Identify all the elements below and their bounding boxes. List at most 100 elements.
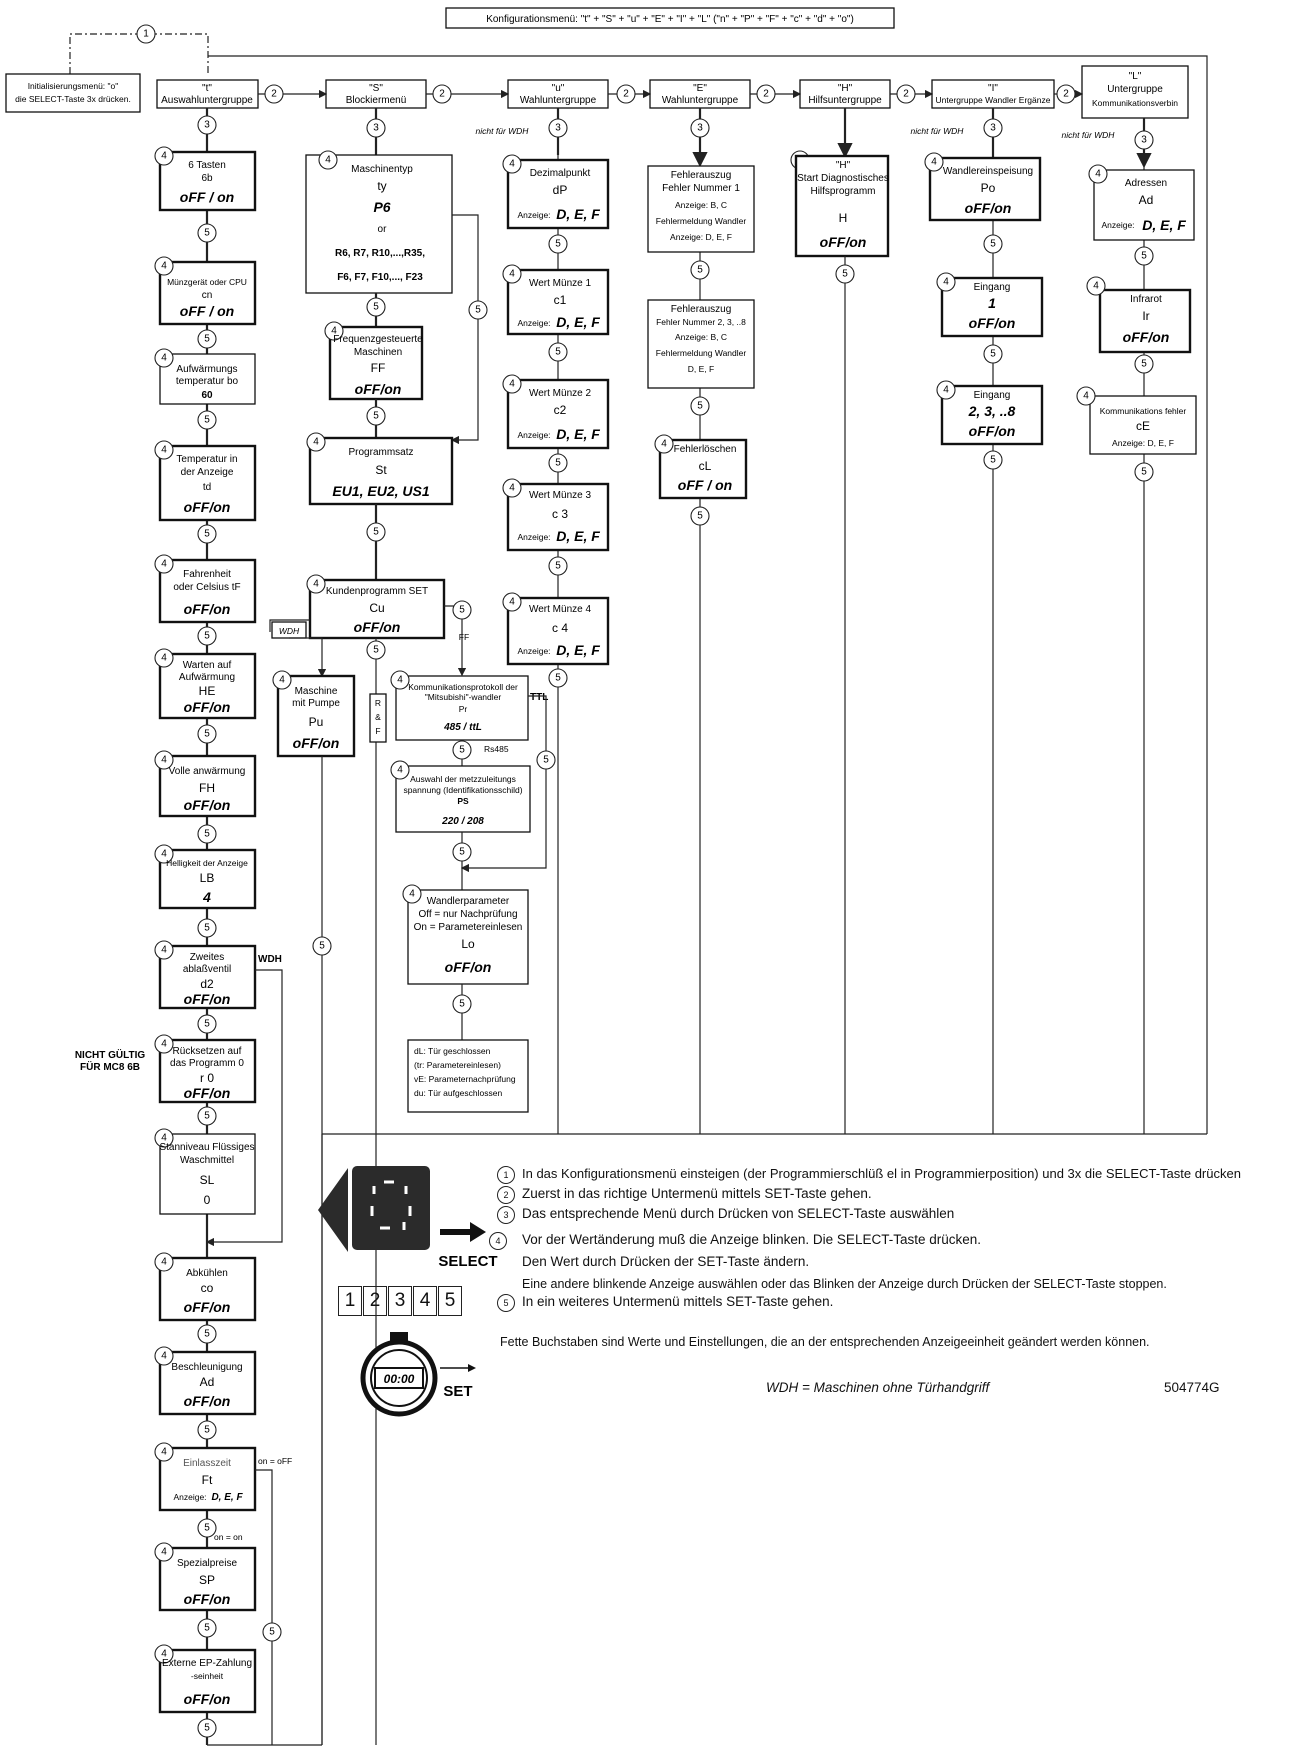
svg-text:5: 5 (204, 415, 210, 426)
svg-text:oFF/on: oFF/on (355, 381, 402, 397)
svg-text:5: 5 (555, 673, 561, 684)
svg-text:5: 5 (842, 269, 848, 280)
svg-text:Helligkeit der Anzeige: Helligkeit der Anzeige (166, 858, 248, 868)
svg-text:4: 4 (509, 269, 515, 280)
svg-text:5: 5 (204, 1111, 210, 1122)
svg-text:Wahluntergruppe: Wahluntergruppe (662, 95, 739, 106)
svg-text:cE: cE (1136, 419, 1150, 433)
svg-text:oFF/on: oFF/on (354, 619, 401, 635)
svg-text:5: 5 (269, 1627, 275, 1638)
svg-text:5: 5 (555, 239, 561, 250)
svg-text:D, E, F: D, E, F (211, 1492, 243, 1503)
svg-text:oFF/on: oFF/on (445, 959, 492, 975)
svg-text:2: 2 (763, 89, 769, 100)
svg-text:Auswahluntergruppe: Auswahluntergruppe (161, 95, 253, 106)
svg-text:c1: c1 (554, 293, 567, 307)
svg-text:4: 4 (931, 157, 937, 168)
svg-text:5: 5 (1141, 251, 1147, 262)
svg-text:Anzeige: B, C: Anzeige: B, C (675, 200, 727, 210)
header-title: Konfigurationsmenü: "t" + "S" + "u" + "E… (486, 14, 854, 25)
svg-text:Ir: Ir (1142, 309, 1149, 323)
svg-text:Untergruppe Wandler Ergänze: Untergruppe Wandler Ergänze (936, 95, 1051, 105)
svg-text:Wert Münze 4: Wert Münze 4 (529, 604, 591, 615)
legend-line-1: In das Konfigurationsmenü einsteigen (de… (522, 1166, 1241, 1181)
svg-text:Ft: Ft (202, 1473, 213, 1487)
svg-text:4: 4 (331, 326, 337, 337)
svg-text:oFF/on: oFF/on (184, 699, 231, 715)
svg-text:Start Diagnostisches: Start Diagnostisches (797, 173, 889, 184)
svg-text:4: 4 (161, 1133, 167, 1144)
svg-text:F6, F7, F10,..., F23: F6, F7, F10,..., F23 (337, 272, 423, 283)
svg-text:5: 5 (204, 1019, 210, 1030)
svg-text:Ad: Ad (1139, 193, 1154, 207)
svg-text:NICHT GÜLTIG: NICHT GÜLTIG (75, 1048, 146, 1061)
svg-text:5: 5 (555, 458, 561, 469)
svg-text:WDH: WDH (279, 626, 300, 636)
svg-text:Fehlerlöschen: Fehlerlöschen (674, 444, 737, 455)
svg-text:oFF / on: oFF / on (678, 477, 732, 493)
svg-text:Anzeige:: Anzeige: (173, 1492, 206, 1502)
svg-text:5: 5 (373, 645, 379, 656)
svg-text:TTL: TTL (530, 692, 548, 703)
svg-text:4: 4 (313, 579, 319, 590)
svg-text:der Anzeige: der Anzeige (181, 467, 234, 478)
svg-text:Wandlerparameter: Wandlerparameter (427, 896, 510, 907)
svg-text:FH: FH (199, 781, 215, 795)
svg-text:4: 4 (279, 675, 285, 686)
svg-text:Rs485: Rs485 (484, 744, 509, 754)
legend-line-2: Zuerst in das richtige Untermenü mittels… (522, 1186, 872, 1201)
column-S: 3 4 Maschinentyp ty P6 or R6, R7, R10,..… (269, 108, 556, 1745)
svg-text:(tr: Parametereinlesen): (tr: Parametereinlesen) (414, 1060, 501, 1070)
svg-text:Frequenzgesteuerte: Frequenzgesteuerte (333, 334, 423, 345)
svg-text:0: 0 (204, 1193, 211, 1207)
svg-text:4: 4 (1095, 169, 1101, 180)
svg-text:oFF/on: oFF/on (184, 1085, 231, 1101)
svg-text:Infrarot: Infrarot (1130, 294, 1162, 305)
svg-text:Auswahl der metzzuleitungs: Auswahl der metzzuleitungs (410, 774, 516, 784)
svg-text:1: 1 (988, 295, 996, 311)
svg-text:Po: Po (981, 181, 996, 195)
group-connectors: 2 2 2 2 2 2 (258, 84, 1084, 104)
svg-text:4: 4 (397, 765, 403, 776)
svg-text:Anzeige:: Anzeige: (517, 646, 550, 656)
svg-text:Eingang: Eingang (974, 390, 1011, 401)
svg-text:F: F (375, 726, 380, 736)
svg-text:5: 5 (204, 1329, 210, 1340)
svg-text:5: 5 (543, 755, 549, 766)
svg-text:temperatur bo: temperatur bo (176, 376, 239, 387)
svg-text:Maschinentyp: Maschinentyp (351, 164, 413, 175)
svg-text:D, E, F: D, E, F (556, 528, 600, 544)
left-arrow-icon (318, 1168, 348, 1252)
svg-text:SP: SP (199, 1573, 215, 1587)
right-arrow-icon (470, 1222, 486, 1242)
svg-text:PS: PS (457, 796, 469, 806)
svg-text:"S": "S" (369, 83, 383, 94)
document-code: 504774G (1164, 1380, 1220, 1395)
svg-text:5: 5 (990, 455, 996, 466)
svg-text:Hilfsprogramm: Hilfsprogramm (810, 186, 875, 197)
legend-num-2: 2 (497, 1186, 515, 1204)
svg-text:Zweites: Zweites (190, 952, 224, 963)
svg-text:5: 5 (373, 411, 379, 422)
svg-text:00:00: 00:00 (384, 1372, 415, 1386)
svg-text:c 3: c 3 (552, 507, 568, 521)
group-row: "t"Auswahluntergruppe "S"Blockiermenü "u… (156, 65, 1189, 119)
svg-text:Kundenprogramm SET: Kundenprogramm SET (326, 586, 428, 597)
svg-text:5: 5 (990, 239, 996, 250)
svg-text:485 / ttL: 485 / ttL (443, 722, 482, 733)
select-label: SELECT (438, 1253, 497, 1270)
svg-text:Aufwärmung: Aufwärmung (179, 672, 235, 683)
svg-text:oFF/on: oFF/on (965, 200, 1012, 216)
svg-text:c 4: c 4 (552, 621, 568, 635)
svg-text:Maschinen: Maschinen (354, 347, 402, 358)
svg-text:oFF/on: oFF/on (184, 1691, 231, 1707)
svg-text:4: 4 (943, 385, 949, 396)
svg-text:SL: SL (200, 1173, 215, 1187)
svg-text:5: 5 (373, 302, 379, 313)
svg-text:5: 5 (697, 511, 703, 522)
svg-text:or: or (378, 224, 388, 235)
display-panel-icon (352, 1166, 430, 1250)
svg-text:5: 5 (204, 923, 210, 934)
svg-text:D, E, F: D, E, F (556, 314, 600, 330)
svg-text:5: 5 (990, 349, 996, 360)
